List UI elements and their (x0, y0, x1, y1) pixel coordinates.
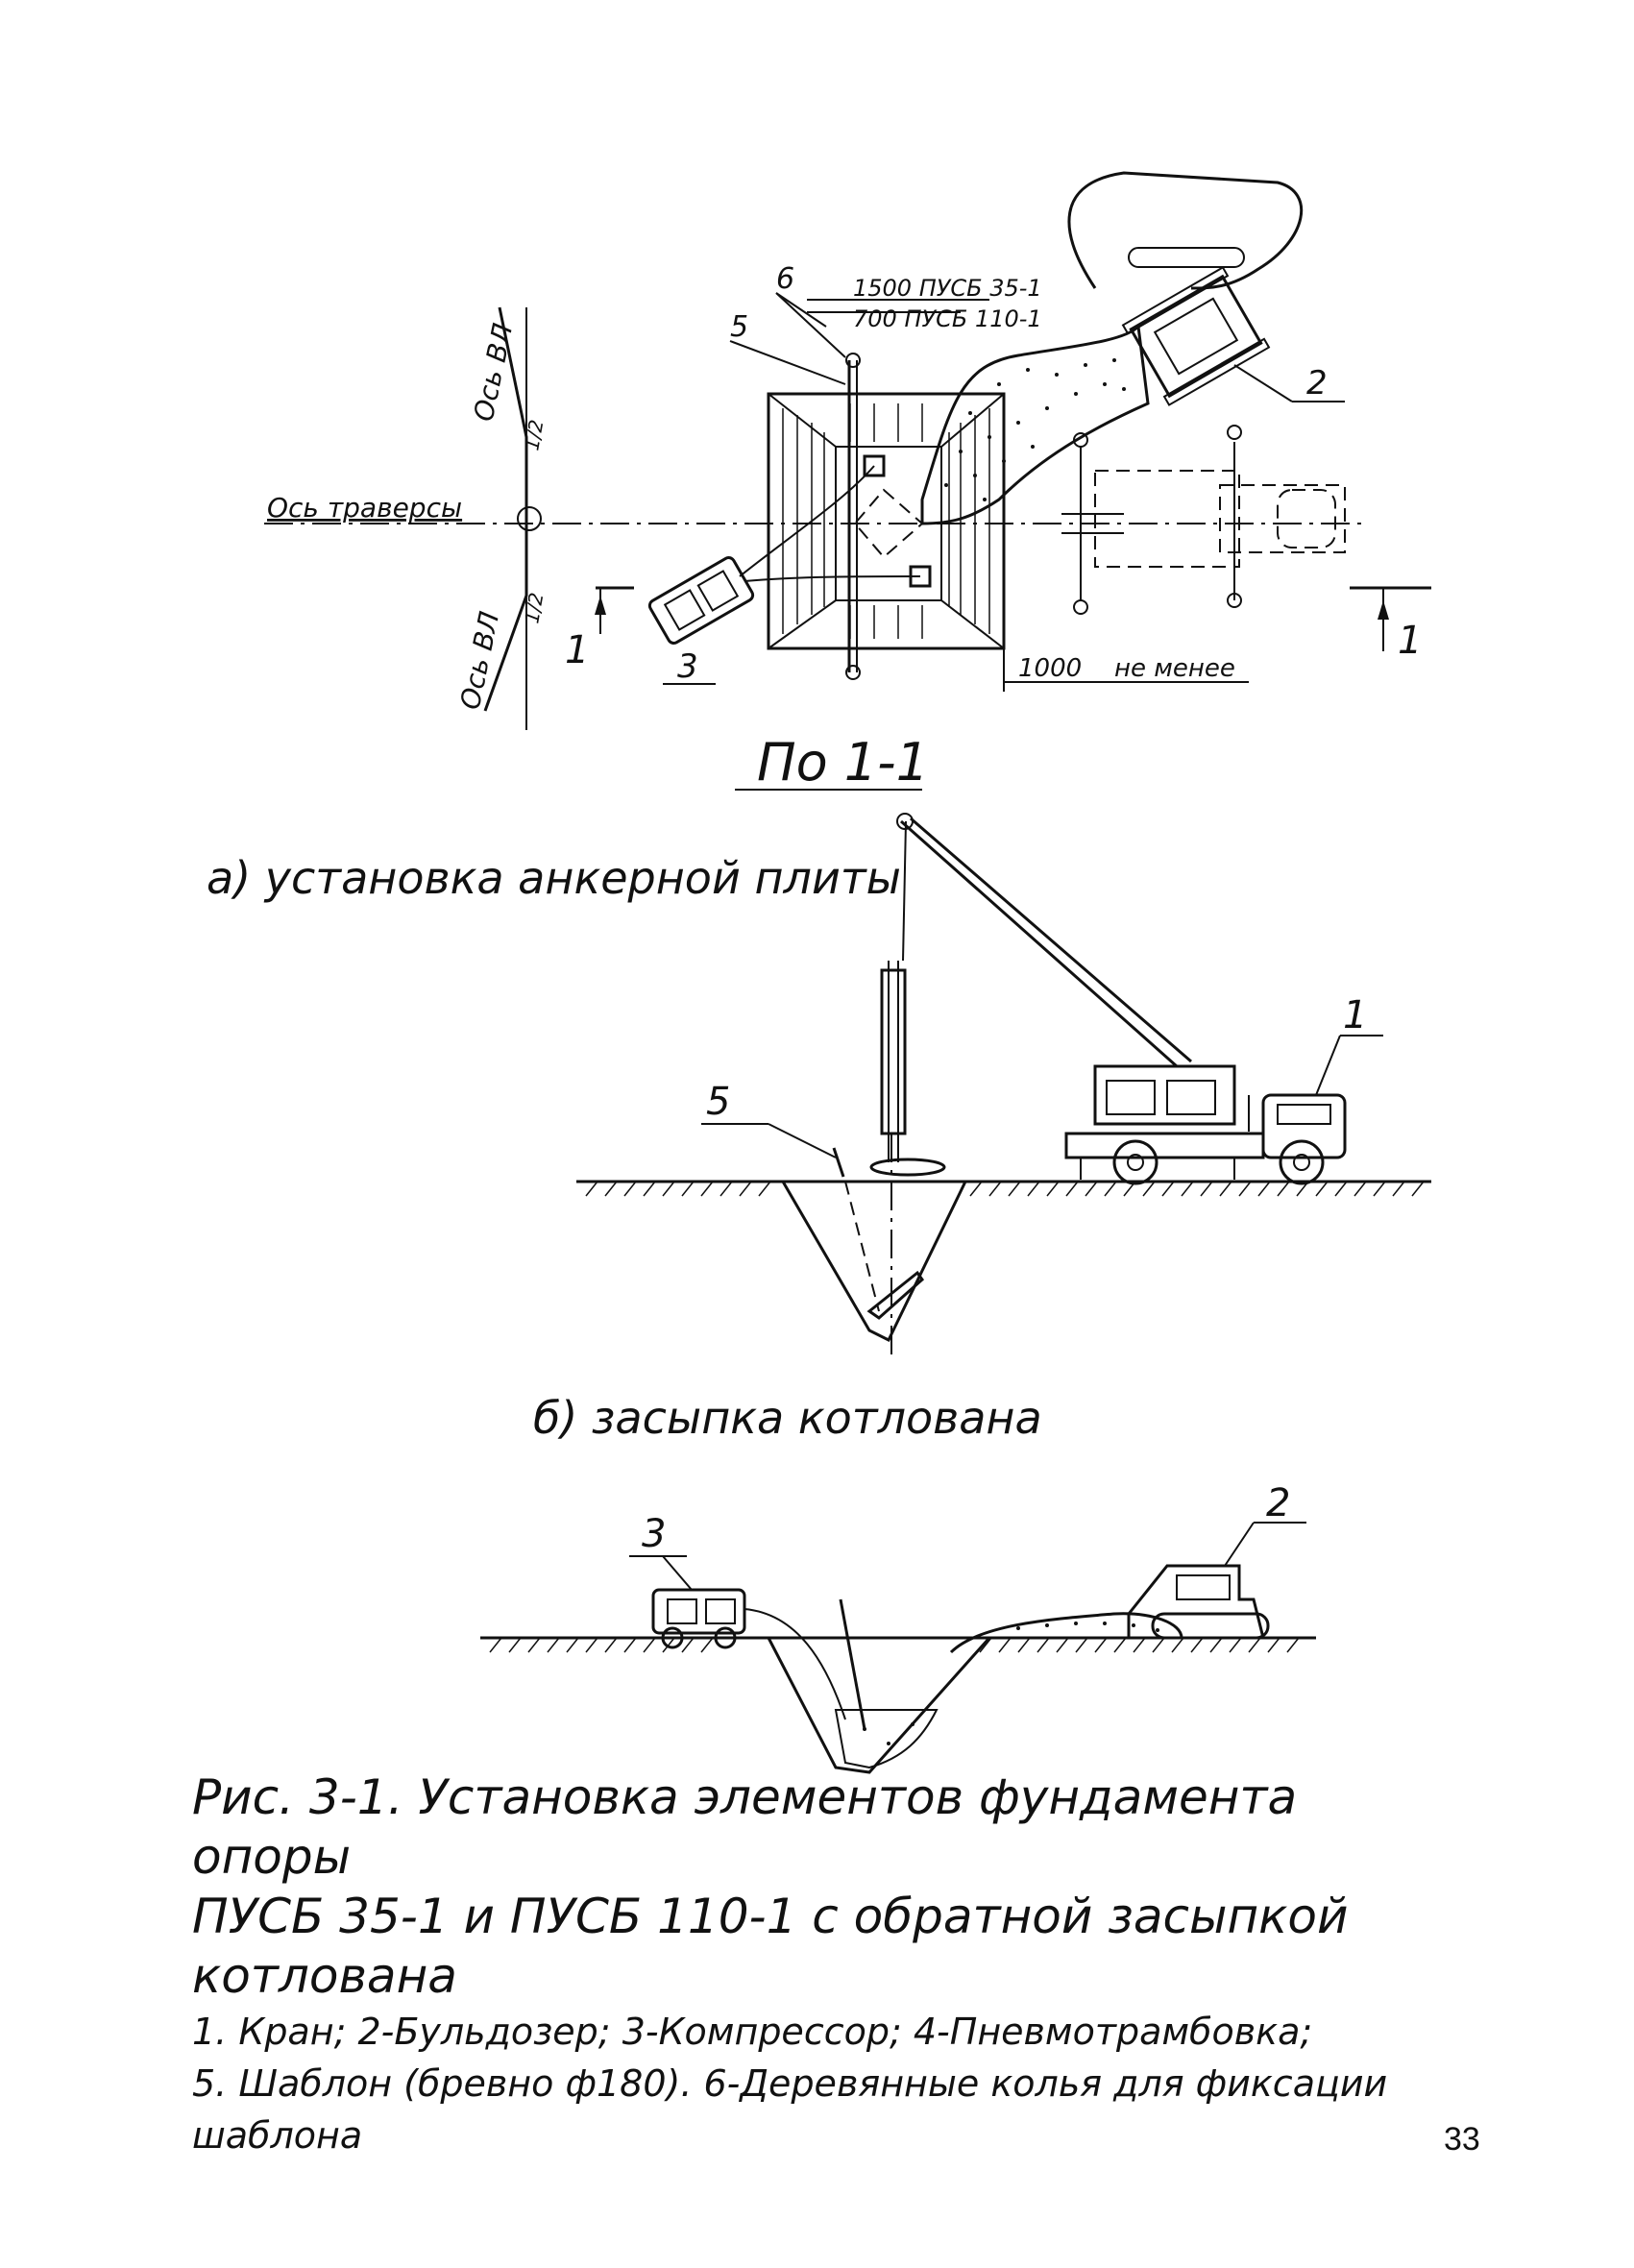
view-b-pit-backfill: б) засыпка котлована (480, 1392, 1316, 1774)
dim-label-bottom-note: не менее (1114, 654, 1235, 683)
callout-6-leader (775, 292, 846, 358)
stake (845, 665, 861, 680)
plan-view: Ось ВЛ Ось ВЛ 1/2 1/2 Ось траверсы (264, 171, 1431, 730)
template-log (832, 1147, 845, 1178)
caption-title-line-2: ПУСБ 35-1 и ПУСБ 110-1 с обратной засыпк… (192, 1889, 1349, 2004)
pit-diag (768, 393, 837, 448)
view-a-callout-5-leader (768, 1123, 837, 1158)
view-a-callout-5: 5 (706, 1080, 730, 1124)
view-a-callout-1: 1 (1343, 993, 1367, 1037)
bulldozer-2 (1121, 266, 1271, 406)
backfill-in-pit (834, 1709, 939, 1769)
bulldozer-spoil-arc (1067, 171, 1304, 290)
dim-label-bottom-value: 1000 (1018, 654, 1082, 683)
support-dashed (844, 1181, 880, 1312)
view-b-callout-2: 2 (1266, 1481, 1290, 1525)
callout-6: 6 (776, 262, 794, 296)
callout-3: 3 (677, 647, 698, 686)
figure-caption: Рис. 3-1. Установка элементов фундамента… (192, 1768, 1460, 2161)
anchor-plate (863, 454, 886, 477)
support-base-dashed (853, 488, 924, 559)
anchor-plate-in-pit (866, 1270, 925, 1320)
section-mark-left-label: 1 (565, 628, 589, 672)
plate-base (869, 1158, 946, 1177)
caption-legend-line-1: 1. Кран; 2-Бульдозер; 3-Компрессор; 4-Пн… (192, 2011, 1313, 2053)
hanging-anchor-plate (880, 968, 907, 1135)
pit-outer (767, 392, 1006, 650)
callout-6-leader (775, 292, 827, 328)
bulldozer-blade-slot (1128, 247, 1245, 268)
page-number: 33 (1444, 2121, 1480, 2158)
callout-2-leader (1233, 364, 1293, 402)
pneumatic-rammer (839, 1598, 866, 1730)
view-b-title: б) засыпка котлована (533, 1392, 1042, 1444)
caption-legend-line-2: 5. Шаблон (бревно ф180). 6-Деревянные ко… (192, 2062, 1388, 2157)
vl-axis-label-upper: Ось ВЛ (468, 321, 520, 425)
view-b-callout-3: 3 (642, 1512, 666, 1556)
compressor-hose (739, 465, 875, 577)
section-mark-right-arrow (1378, 600, 1389, 620)
pit-slope-hatching (782, 403, 990, 639)
view-b-callout-3-leader (662, 1555, 693, 1591)
spoil-bank (949, 1612, 1183, 1654)
section-mark-left-arrow (595, 596, 606, 615)
view-a-title: а) установка анкерной плиты (207, 852, 901, 904)
callout-5: 5 (730, 310, 748, 344)
view-a-callout-1-leader (1315, 1035, 1341, 1096)
compressor-3-b (651, 1588, 746, 1649)
view-b-callout-2-leader (1224, 1522, 1255, 1567)
caption-title-line-1: Рис. 3-1. Установка элементов фундамента… (192, 1769, 1298, 1885)
dim-label-top-1: 1500 ПУСБ 35-1 (853, 275, 1042, 302)
spoil-dots (863, 1622, 1159, 1745)
bulldozer-2-b (1127, 1564, 1270, 1640)
pit-diag (940, 393, 1005, 448)
pit-diag (768, 599, 837, 649)
section-title: По 1-1 (757, 732, 929, 793)
view-a-anchor-plate-installation: а) установка анкерной плиты (207, 813, 1431, 1354)
dim-label-top-2: 700 ПУСБ 110-1 (853, 305, 1042, 332)
compressor-hose (744, 575, 921, 582)
compressor-hose-b (744, 1608, 846, 1720)
ground-hatching (585, 1181, 1425, 1197)
crane-1 (896, 813, 1347, 1185)
section-mark-right-label: 1 (1398, 619, 1422, 663)
pit-profile (781, 1181, 967, 1343)
crane-ghost-dashed (1061, 425, 1346, 615)
pit-diag (940, 599, 1005, 649)
traverse-axis-node (517, 506, 542, 531)
vl-axis-label-lower: Ось ВЛ (454, 609, 506, 713)
pit-profile-b (767, 1637, 991, 1774)
callout-5-leader (729, 340, 846, 385)
compressor-3 (647, 556, 755, 645)
angle-label-upper: 1/2 (520, 418, 548, 452)
ground-hatching-b (489, 1637, 1300, 1653)
callout-2: 2 (1306, 364, 1328, 402)
backfill-dots (944, 358, 1126, 501)
traverse-axis-label: Ось траверсы (267, 492, 462, 524)
angle-label-lower: 1/2 (520, 591, 548, 625)
stake (845, 353, 861, 368)
backfill-heap (920, 323, 1150, 525)
